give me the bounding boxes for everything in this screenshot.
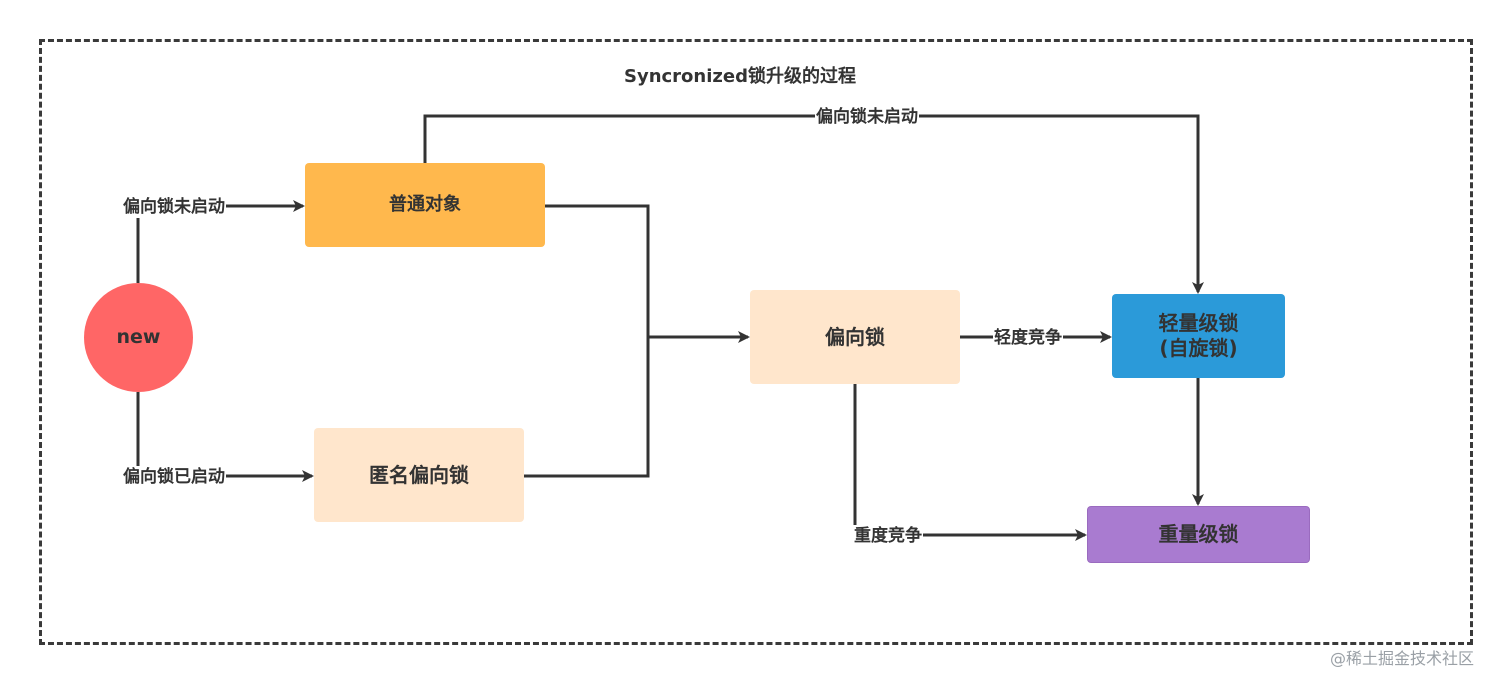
edge-label-biased-to-lightweight: 轻度竞争 [993,327,1063,349]
node-biased-lock-label: 偏向锁 [825,324,885,349]
node-anonymous-biased-lock: 匿名偏向锁 [314,428,524,522]
node-lightweight-lock-label: 轻量级锁 [1158,311,1239,335]
edge-new-to-anonymous [136,392,314,482]
node-lightweight-lock: 轻量级锁 (自旋锁) [1112,294,1285,378]
node-heavyweight-lock: 重量级锁 [1087,506,1310,563]
node-lightweight-lock-sublabel: (自旋锁) [1159,336,1238,360]
node-anonymous-biased-lock-label: 匿名偏向锁 [369,462,469,487]
diagram-frame [39,39,1473,645]
diagram-title: Syncronized锁升级的过程 [624,66,856,87]
node-biased-lock: 偏向锁 [750,290,960,384]
watermark: @稀土掘金技术社区 [1330,649,1475,668]
node-normal-object: 普通对象 [305,163,545,247]
edge-label-new-to-anonymous: 偏向锁已启动 [122,466,226,488]
node-new-label: new [116,325,161,348]
edge-normal-to-merge [545,204,650,337]
edge-label-biased-to-heavyweight: 重度竞争 [853,525,923,547]
node-new: new [84,283,193,392]
edge-label-new-to-normal: 偏向锁未启动 [122,196,226,218]
node-normal-object-label: 普通对象 [389,193,461,215]
edge-anonymous-to-merge [524,337,650,478]
node-heavyweight-lock-label: 重量级锁 [1158,522,1239,546]
edge-label-normal-to-lightweight: 偏向锁未启动 [815,106,919,128]
edge-biased-to-heavyweight [853,384,1087,541]
edge-normal-to-lightweight [423,114,1204,294]
